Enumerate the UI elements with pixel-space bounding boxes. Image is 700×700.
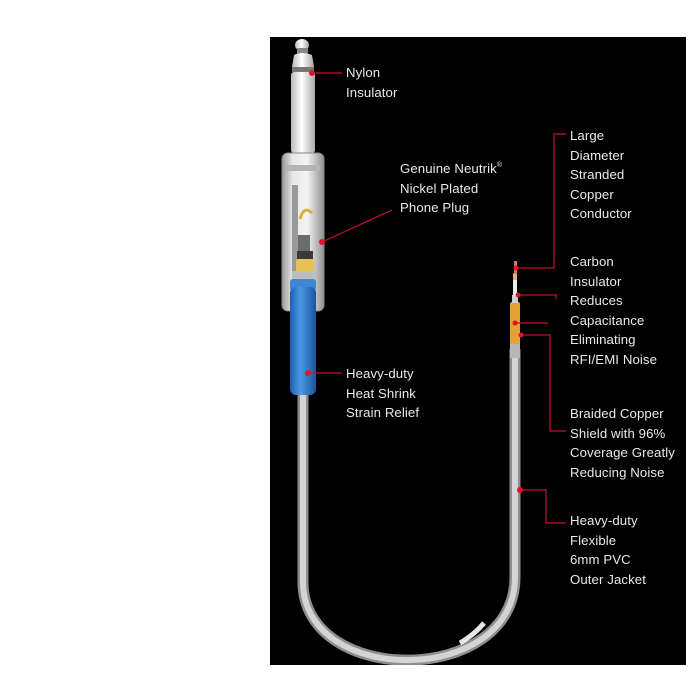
callout-lines [310,72,566,524]
label-braided-shield: Braided Copper Shield with 96% Coverage … [570,406,675,480]
label-neutrik-plug: Genuine Neutrik® Nickel Plated Phone Plu… [400,159,502,218]
phone-plug [281,39,325,312]
label-neutrik-line1: Genuine Neutrik [400,161,497,176]
label-nylon-insulator: Nylon Insulator [346,65,398,100]
stripped-cable-end [510,261,520,358]
label-heat-shrink: Heavy-duty Heat Shrink Strain Relief [346,366,420,420]
cable-illustration [281,39,566,665]
label-copper-conductor: Large Diameter Stranded Copper Conductor [570,128,632,221]
label-neutrik-rest: Nickel Plated Phone Plug [400,180,479,216]
label-carbon-insulator: Carbon Insulator Reduces Capacitance Eli… [570,254,658,367]
callout-dots [305,70,524,493]
strain-relief [290,279,316,395]
registered-mark: ® [496,162,503,169]
label-outer-jacket: Heavy-duty Flexible 6mm PVC Outer Jacket [570,513,646,587]
diagram-panel: Nylon Insulator Genuine Neutrik® Nickel … [270,37,686,665]
